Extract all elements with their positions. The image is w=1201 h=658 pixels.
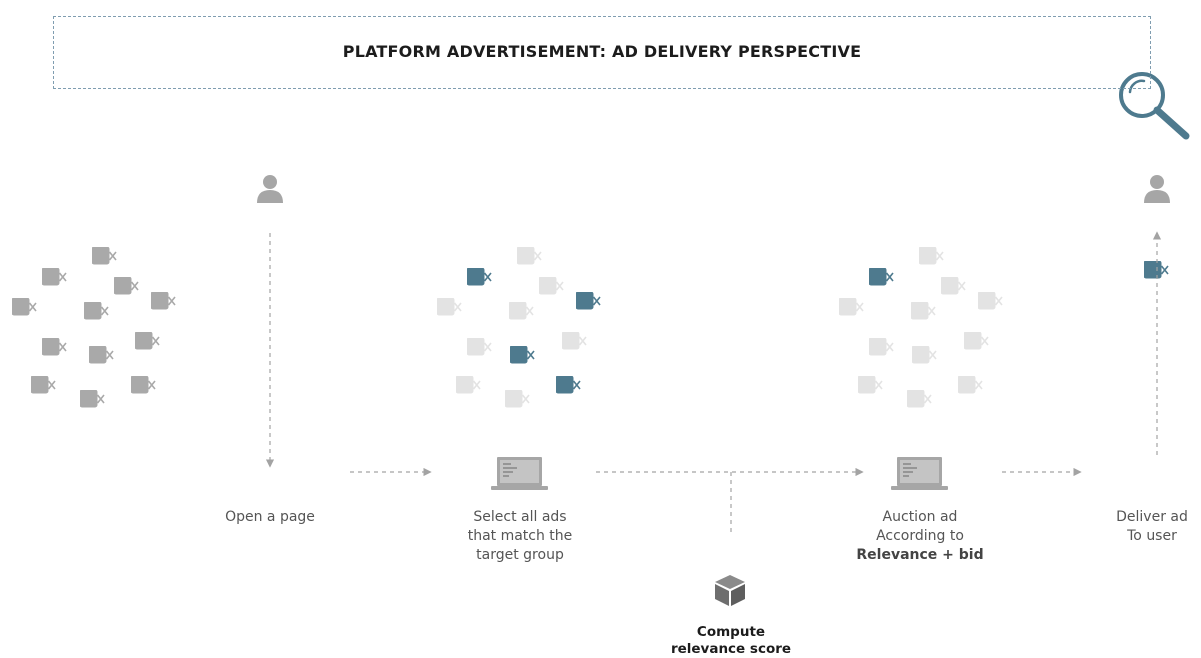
all-ads-ad-icon-12 [131, 376, 156, 394]
selected-ads-ad-icon-10 [556, 376, 581, 394]
step-deliver-label: Deliver ad To user [1104, 508, 1200, 546]
selected-ads-ad-icon-8 [467, 338, 492, 356]
selected-ads-ad-icon-4 [576, 292, 601, 310]
user-icon-open-page [257, 175, 283, 203]
magnifier-icon [1119, 72, 1190, 140]
selected-ads-ad-icon-7 [562, 332, 587, 350]
auction-ads-ad-icon-9 [912, 346, 937, 364]
selected-ads-ad-icon-1 [517, 247, 542, 265]
auction-ads-ad-icon-6 [911, 302, 936, 320]
selected-ads-ad-icon-3 [539, 277, 564, 295]
all-ads-ad-icon-3 [114, 277, 139, 295]
open-page-text: Open a page [225, 509, 315, 525]
auction-ads-ad-icon-1 [919, 247, 944, 265]
select-ads-line2: that match the [467, 528, 573, 544]
auction-ads-ad-icon-4 [978, 292, 1003, 310]
delivered-ad-icon [1144, 261, 1169, 279]
compute-line1: Compute [696, 624, 766, 640]
laptop-icon-select [491, 457, 548, 490]
deliver-line2: To user [1127, 528, 1177, 544]
select-ads-line3: target group [476, 547, 564, 563]
auction-ads-ad-icon-12 [907, 390, 932, 408]
cube-icon [715, 575, 745, 606]
all-ads-ad-icon-11 [80, 390, 105, 408]
auction-ads-ad-icon-8 [869, 338, 894, 356]
all-ads-ad-icon-6 [151, 292, 176, 310]
all-ads-ad-icon-1 [92, 247, 117, 265]
selected-ads-ad-icon-6 [509, 302, 534, 320]
all-ads-ad-icon-4 [12, 298, 37, 316]
all-ads-ad-icon-8 [89, 346, 114, 364]
title-box: PLATFORM ADVERTISEMENT: AD DELIVERY PERS… [53, 16, 1151, 89]
deliver-line1: Deliver ad [1116, 509, 1188, 525]
selected-ads-ad-icon-12 [505, 390, 530, 408]
auction-line1: Auction ad [882, 509, 958, 525]
selected-ads-ad-icon-5 [437, 298, 462, 316]
all-ads-ad-icon-2 [42, 268, 67, 286]
all-ads-ad-icon-9 [135, 332, 160, 350]
auction-line3: Relevance + bid [856, 547, 984, 563]
selected-ads-ad-icon-9 [510, 346, 535, 364]
auction-line2: According to [876, 528, 964, 544]
ad-clusters [12, 247, 1169, 408]
all-ads-ad-icon-10 [31, 376, 56, 394]
laptop-icon-auction [891, 457, 948, 490]
auction-ads-ad-icon-5 [839, 298, 864, 316]
selected-ads-ad-icon-11 [456, 376, 481, 394]
step-auction-label: Auction ad According to Relevance + bid [840, 508, 1000, 565]
flow-arrows [265, 231, 1162, 535]
auction-ads-ad-icon-11 [858, 376, 883, 394]
selected-ads-ad-icon-2 [467, 268, 492, 286]
auction-ads-ad-icon-7 [964, 332, 989, 350]
step-open-page-label: Open a page [200, 508, 340, 527]
auction-ads-ad-icon-2 [869, 268, 894, 286]
all-ads-ad-icon-5 [84, 302, 109, 320]
compute-line2: relevance score [670, 641, 792, 657]
user-icon-deliver [1144, 175, 1170, 203]
diagram-title: PLATFORM ADVERTISEMENT: AD DELIVERY PERS… [342, 42, 862, 61]
compute-relevance-label: Compute relevance score [650, 624, 812, 658]
all-ads-ad-icon-7 [42, 338, 67, 356]
auction-ads-ad-icon-10 [958, 376, 983, 394]
auction-ads-ad-icon-3 [941, 277, 966, 295]
select-ads-line1: Select all ads [473, 509, 567, 525]
step-select-ads-label: Select all ads that match the target gro… [440, 508, 600, 565]
